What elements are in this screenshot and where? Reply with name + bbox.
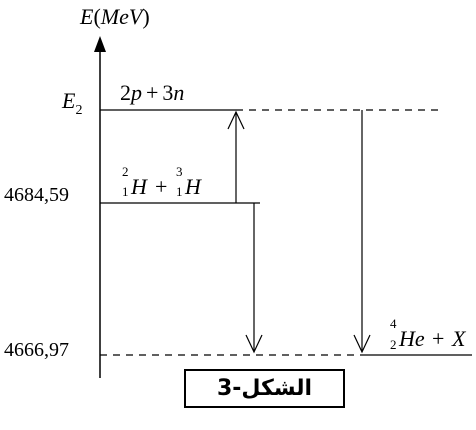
he-symbol: He [398, 326, 425, 351]
arrow-down-left-head [245, 334, 263, 354]
level-he-value: 4666,97 [4, 339, 69, 361]
d-mass-number: 2 [122, 164, 129, 179]
he-mass-number: 4 [390, 316, 397, 331]
species-2p-3n: 2p+3n [120, 80, 184, 105]
t-symbol: H [184, 174, 202, 199]
arrow-down-right-head [353, 334, 371, 354]
plus-sign-2: + [432, 326, 444, 351]
d-symbol: H [130, 174, 148, 199]
level-e2-label: E2 [61, 88, 82, 118]
species-helium-x: 4 2 He + X [390, 316, 467, 352]
x-symbol: X [451, 326, 467, 351]
energy-axis-arrowhead [94, 36, 106, 52]
level-h-value: 4684,59 [4, 184, 69, 206]
plus-sign: + [155, 174, 167, 199]
species-deuterium-tritium: 2 1 H + 3 1 H [122, 164, 202, 199]
d-atomic-number: 1 [122, 184, 129, 199]
figure-caption: الشكل-3 [216, 376, 313, 401]
he-atomic-number: 2 [390, 337, 397, 352]
t-mass-number: 3 [176, 164, 183, 179]
axis-label: E(MeV) [79, 4, 150, 29]
figure-caption-box: الشكل-3 [184, 369, 345, 408]
arrow-up-head [227, 110, 245, 130]
t-atomic-number: 1 [176, 184, 183, 199]
